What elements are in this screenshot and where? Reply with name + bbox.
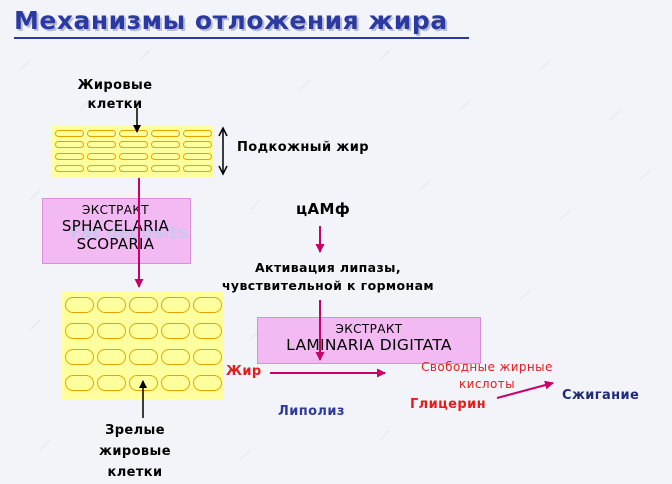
fat-deposits-watermark: Fat deposits <box>70 223 188 243</box>
camp-label: цАМф <box>296 200 351 218</box>
fatty-acids-to-burning-arrow <box>496 380 554 399</box>
mature-fat-cells-label: Зрелые жировые клетки <box>99 423 171 480</box>
subcutaneous-fat-layer <box>51 126 214 177</box>
burning-label: Сжигание <box>562 388 640 403</box>
glycerol-label: Глицерин <box>410 397 486 412</box>
free-fatty-acids-label: Свободные жирные кислоты <box>421 360 553 391</box>
lipase-activation-label: Активация липазы, чувствительной к гормо… <box>221 260 435 293</box>
subcutaneous-fat-label: Подкожный жир <box>237 140 369 155</box>
lipolysis-label: Липолиз <box>278 404 345 419</box>
fat-label: Жир <box>226 364 262 379</box>
extract-laminaria-box: ЭКСТРАКТ LAMINARIA DIGITATA <box>257 317 481 364</box>
extract-sphacelaria-box <box>42 198 191 264</box>
fat-cells-label: Жировые клетки <box>77 78 153 112</box>
title-underline <box>14 37 469 39</box>
subcutaneous-thickness-bracket <box>218 126 228 176</box>
extract-sphacelaria-text: ЭКСТРАКТ SPHACELARIA SCOPARIA <box>61 203 170 253</box>
page-title: Механизмы отложения жира <box>14 6 448 35</box>
